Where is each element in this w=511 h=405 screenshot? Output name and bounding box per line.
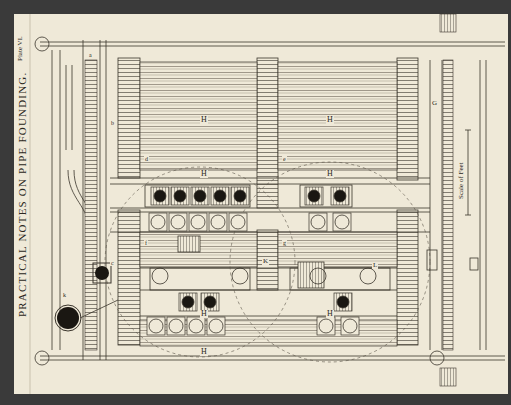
mould-box — [167, 317, 185, 335]
pipe-mould — [214, 190, 226, 202]
mould-box — [231, 187, 249, 205]
pipe-mould — [151, 215, 165, 229]
pipe-mould — [189, 319, 203, 333]
pipe-mould — [335, 215, 349, 229]
mould-box — [333, 213, 351, 231]
mould-box — [317, 317, 335, 335]
mould-box — [201, 293, 219, 311]
callout-letter: e — [282, 156, 287, 162]
mould-box — [189, 213, 207, 231]
mould-box — [169, 213, 187, 231]
callout-letter: H — [326, 310, 334, 318]
mould-box — [334, 293, 352, 311]
plate-number: Plate VI. — [17, 35, 24, 62]
mould-box — [229, 213, 247, 231]
pipe-mould — [308, 190, 320, 202]
pipe-mould — [319, 319, 333, 333]
callout-letter: f — [144, 240, 148, 246]
pipe-mould — [171, 215, 185, 229]
callout-letter: d — [144, 156, 149, 162]
mould-box — [149, 213, 167, 231]
page — [14, 14, 508, 394]
callout-letter: H — [326, 116, 334, 124]
plate-title: PRACTICAL NOTES ON PIPE FOUNDING. — [17, 71, 28, 318]
pipe-mould — [169, 319, 183, 333]
pipe-mould — [154, 190, 166, 202]
pipe-mould — [191, 215, 205, 229]
callout-letter: c — [110, 260, 115, 266]
mould-box — [211, 187, 229, 205]
mould-box — [341, 317, 359, 335]
mould-box — [331, 187, 349, 205]
pipe-mould — [343, 319, 357, 333]
pipe-mould — [234, 190, 246, 202]
callout-letter: G — [431, 100, 438, 107]
callout-letter: K — [262, 258, 269, 265]
pipe-mould — [334, 190, 346, 202]
mould-box — [179, 293, 197, 311]
mould-box — [151, 187, 169, 205]
callout-letter: H — [200, 116, 208, 124]
callout-letter: g — [282, 240, 287, 246]
callout-letter: H — [200, 310, 208, 318]
mould-box — [209, 213, 227, 231]
callout-letter: H — [200, 348, 208, 356]
scale-caption: Scale of Feet — [458, 161, 465, 200]
pipe-mould — [231, 215, 245, 229]
callout-letter: H — [326, 170, 334, 178]
pipe-mould — [211, 215, 225, 229]
pipe-mould — [209, 319, 223, 333]
mould-box — [147, 317, 165, 335]
pipe-mould — [149, 319, 163, 333]
mould-box — [191, 187, 209, 205]
mould-box — [207, 317, 225, 335]
mould-box — [309, 213, 327, 231]
pipe-mould — [174, 190, 186, 202]
mould-box — [171, 187, 189, 205]
pipe-mould — [337, 296, 349, 308]
pipe-mould — [194, 190, 206, 202]
pipe-mould — [182, 296, 194, 308]
callout-letter: H — [200, 170, 208, 178]
mould-box — [187, 317, 205, 335]
callout-letter: k — [62, 292, 67, 298]
mould-box — [305, 187, 323, 205]
pipe-mould — [204, 296, 216, 308]
callout-letter: a — [88, 52, 93, 58]
pipe-mould — [311, 215, 325, 229]
callout-letter: b — [110, 120, 115, 126]
callout-letter: L — [372, 262, 378, 269]
